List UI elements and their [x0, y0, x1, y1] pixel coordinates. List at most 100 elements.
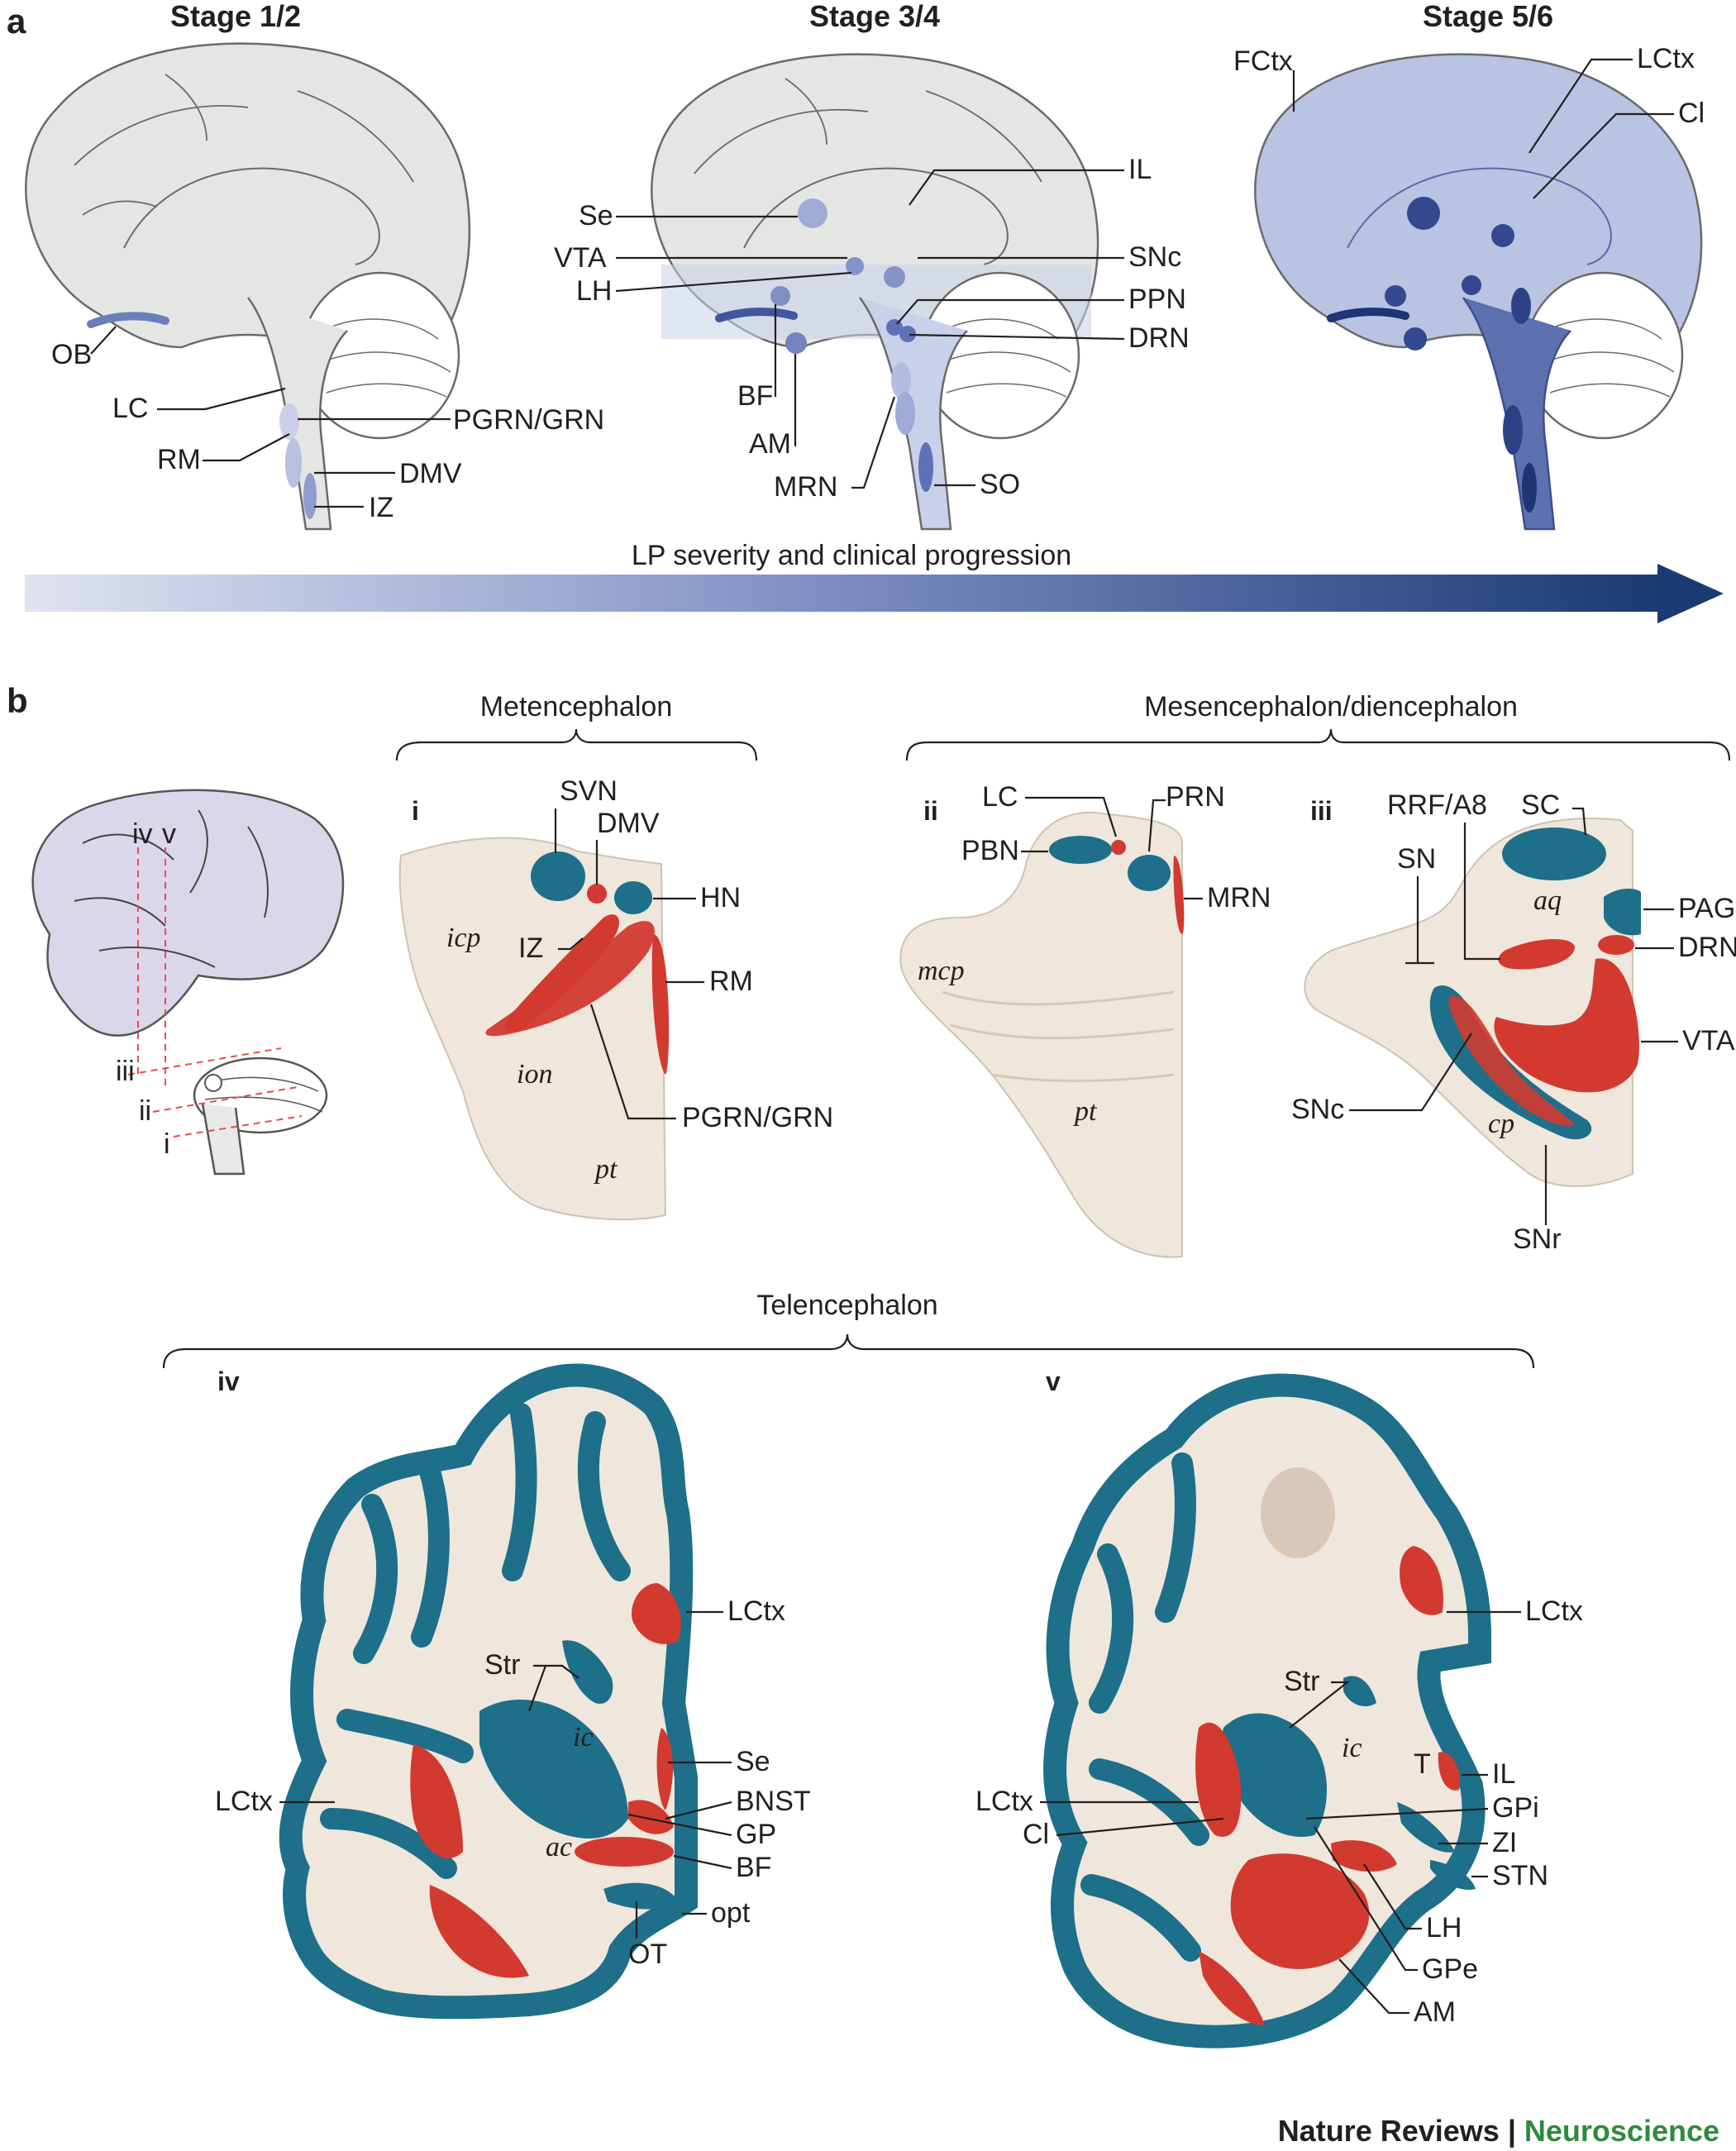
label-iv-bf: BF	[736, 1852, 771, 1883]
label-ii-pt: pt	[1073, 1096, 1098, 1127]
label-iv-ic: ic	[573, 1722, 594, 1753]
label-snc: SNc	[1128, 241, 1181, 273]
rrf-region	[1498, 938, 1575, 970]
label-iv-lctx-r: LCtx	[727, 1595, 785, 1627]
v-zi-region	[1397, 1802, 1455, 1853]
label-i-hn: HN	[700, 882, 741, 913]
label-iv-se: Se	[736, 1746, 770, 1777]
label-fctx: FCtx	[1233, 45, 1293, 77]
label-lh: LH	[576, 275, 612, 307]
section-iv: iv LCtx Str ic Se LCtx BNST ac GP BF opt…	[215, 1363, 811, 2020]
label-v-am: AM	[1414, 1996, 1456, 2028]
hn-region	[614, 881, 652, 914]
iv-lctx-red	[632, 1583, 681, 1644]
stage-3-labels: FCtx LCtx Cl	[1233, 43, 1705, 199]
label-ppn: PPN	[1128, 284, 1186, 315]
label-bf: BF	[737, 380, 773, 412]
snc-region	[1448, 995, 1575, 1127]
ref-label-iii: iii	[116, 1056, 135, 1087]
v-putamen-red	[1195, 1722, 1242, 1837]
label-v-str: Str	[1284, 1666, 1319, 1697]
label-i-dmv: DMV	[597, 808, 660, 839]
label-iii-drn: DRN	[1678, 932, 1736, 963]
roman-iii: iii	[1310, 796, 1333, 826]
label-v-ic: ic	[1342, 1733, 1362, 1763]
label-i-icp: icp	[446, 923, 481, 953]
v-am-region	[1230, 1853, 1370, 1969]
section-telencephalon: Telencephalon	[756, 1290, 937, 1321]
label-se: Se	[579, 200, 613, 231]
section-metencephalon: Metencephalon	[480, 691, 673, 723]
label-iii-snr: SNr	[1513, 1223, 1562, 1255]
ref-label-iv: iv	[132, 818, 153, 850]
pag-region	[1604, 889, 1641, 936]
label-pgrn: PGRN/GRN	[453, 404, 604, 436]
label-rm: RM	[157, 444, 201, 475]
label-vta: VTA	[554, 242, 607, 274]
iv-gp-region	[479, 1700, 628, 1839]
stage-title-1: Stage 1/2	[170, 0, 301, 33]
label-drn: DRN	[1128, 322, 1190, 354]
label-iii-snc: SNc	[1291, 1094, 1344, 1125]
vta-region	[1494, 958, 1639, 1093]
label-iii-rrf: RRF/A8	[1387, 789, 1487, 821]
stage-1-labels: OB LC RM PGRN/GRN DMV IZ	[51, 326, 604, 523]
v-il-region	[1438, 1752, 1460, 1791]
label-lc: LC	[112, 393, 148, 424]
label-iii-cp: cp	[1488, 1109, 1514, 1139]
label-v-lctx-l: LCtx	[975, 1786, 1033, 1817]
stage-title-3: Stage 5/6	[1423, 0, 1553, 33]
iv-se-region	[656, 1728, 674, 1810]
v-stn-region	[1430, 1860, 1476, 1890]
ref-label-i: i	[164, 1128, 170, 1160]
label-iii-pag: PAG	[1678, 893, 1735, 924]
ref-label-v: v	[162, 818, 176, 850]
label-ii-pbn: PBN	[961, 835, 1019, 866]
v-gpe-blue	[1221, 1713, 1327, 1837]
svn-region	[531, 851, 585, 901]
progression-label: LP severity and clinical progression	[632, 540, 1071, 571]
section-v-cortex	[1043, 1373, 1491, 2048]
sc-region	[1502, 827, 1606, 880]
label-cl: Cl	[1678, 98, 1705, 129]
label-v-zi: ZI	[1492, 1827, 1517, 1858]
section-iii-tissue	[1304, 818, 1633, 1187]
brain-stage-2	[651, 53, 1099, 531]
iv-bf-region	[575, 1837, 674, 1867]
label-iv-ot: OT	[628, 1939, 667, 1970]
label-iv-str: Str	[484, 1649, 520, 1681]
section-iv-cortex	[279, 1363, 698, 2020]
label-ob: OB	[51, 339, 92, 370]
rm-region	[651, 934, 670, 1075]
label-iv-ac: ac	[546, 1832, 572, 1862]
pbn-region	[1049, 836, 1112, 864]
label-iv-opt: opt	[711, 1897, 751, 1929]
panel-label-a: a	[7, 2, 26, 41]
section-ii: ii LC PRN PBN MRN mcp pt	[899, 781, 1271, 1258]
label-iii-sc: SC	[1521, 789, 1560, 821]
credit-separator: |	[1500, 2114, 1524, 2149]
roman-ii: ii	[923, 796, 938, 826]
section-iii: iii RRF/A8 SC SN aq PAG DRN VTA SNc cp S…	[1291, 789, 1736, 1255]
section-i: i SVN DMV HN icp IZ RM ion PGRN/GRN pt	[398, 775, 833, 1221]
label-dmv: DMV	[399, 458, 462, 489]
label-lctx: LCtx	[1637, 43, 1695, 74]
roman-iv: iv	[217, 1366, 240, 1396]
lc-region	[1111, 840, 1126, 855]
label-i-rm: RM	[709, 966, 753, 997]
label-i-svn: SVN	[560, 775, 618, 807]
label-v-gpi: GPi	[1492, 1792, 1539, 1824]
v-lh-region	[1331, 1840, 1397, 1872]
roman-i: i	[412, 796, 419, 826]
credit-text: Nature Reviews | Neuroscience	[1278, 2114, 1719, 2149]
credit-journal: Nature Reviews	[1278, 2114, 1500, 2148]
journal-credit: Nature Reviews | Neuroscience	[1278, 2114, 1719, 2149]
progression-arrow: LP severity and clinical progression	[25, 540, 1724, 623]
label-iii-sn: SN	[1397, 843, 1436, 875]
prn-region	[1128, 855, 1171, 891]
ref-label-ii: ii	[139, 1095, 151, 1127]
pgrn-region	[485, 921, 655, 1037]
credit-field: Neuroscience	[1524, 2114, 1719, 2148]
brain-stage-1	[25, 42, 471, 531]
